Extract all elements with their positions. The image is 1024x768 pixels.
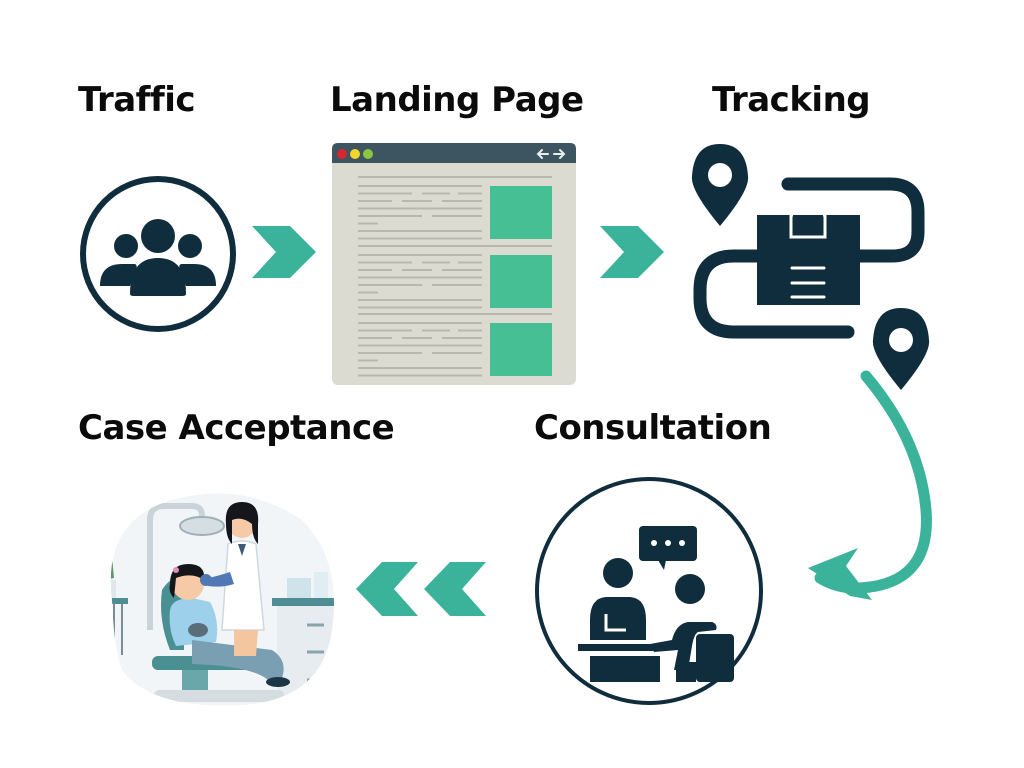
browser-dot-red (337, 149, 347, 159)
step-label-consultation: Consultation (534, 408, 772, 448)
connector-curved-arrow (800, 370, 950, 610)
consultation-step (532, 474, 766, 708)
step-label-traffic: Traffic (78, 80, 196, 120)
case-acceptance-step (92, 480, 342, 710)
browser-dot-green (363, 149, 373, 159)
chevron-right-icon (600, 226, 664, 278)
dentist-illustration (110, 493, 334, 706)
content-block-2 (490, 255, 552, 308)
step-label-tracking: Tracking (712, 80, 871, 120)
chevron-right-icon (252, 226, 316, 278)
content-block-3 (490, 323, 552, 376)
connector-double-chevron-left (356, 562, 486, 616)
connector-chevron-right-2 (600, 226, 664, 278)
content-block-1 (490, 186, 552, 239)
connector-chevron-right-1 (252, 226, 316, 278)
curved-arrow-icon (808, 370, 932, 600)
browser-nav-arrows-icon (536, 149, 566, 159)
consultation-meeting-icon (535, 477, 763, 705)
tracking-step (680, 140, 940, 400)
package-route-icon (691, 144, 930, 390)
people-group-icon (80, 176, 236, 332)
location-pin-icon (872, 308, 930, 390)
step-label-landing-page: Landing Page (330, 80, 584, 120)
double-chevron-left-icon (356, 562, 486, 616)
browser-dot-yellow (350, 149, 360, 159)
location-pin-icon (691, 144, 749, 226)
landing-page-step (332, 143, 576, 387)
speech-bubble-icon (639, 526, 697, 570)
traffic-step (78, 174, 238, 334)
step-label-case-acceptance: Case Acceptance (78, 408, 395, 448)
browser-window-icon (332, 143, 576, 385)
